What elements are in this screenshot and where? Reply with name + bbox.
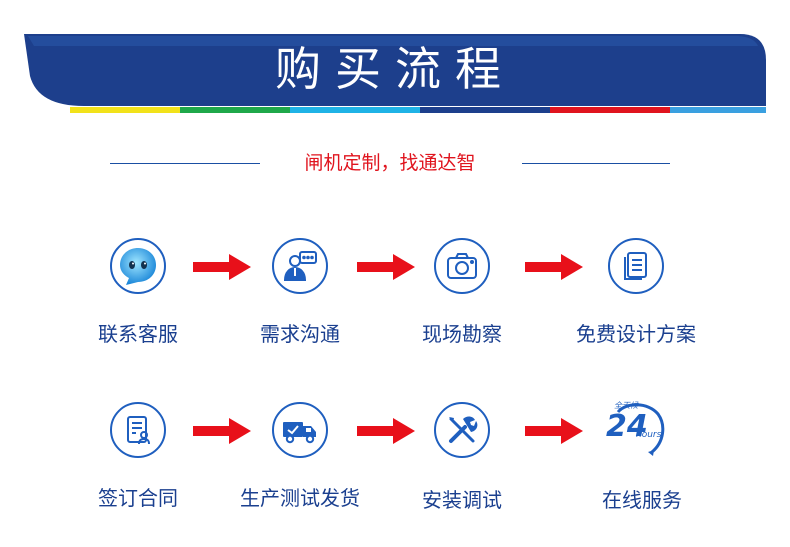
arrow-right-icon xyxy=(193,418,251,444)
arrow-right-icon xyxy=(357,254,415,280)
stripe-yellow xyxy=(70,107,180,113)
subtitle-row: 闸机定制，找通达智 xyxy=(110,148,670,178)
arrow-right-icon xyxy=(193,254,251,280)
stripe-green xyxy=(180,107,290,113)
step-label: 生产测试发货 xyxy=(240,486,360,510)
arrow-right-icon xyxy=(525,254,583,280)
tools-icon xyxy=(434,402,490,458)
arrow-right-icon xyxy=(525,418,583,444)
step-label: 现场勘察 xyxy=(422,322,502,346)
stripe-blue xyxy=(670,107,766,113)
delivery-truck-icon xyxy=(272,402,328,458)
title-banner: 购买流程 xyxy=(24,32,766,106)
step-label: 签订合同 xyxy=(98,486,178,510)
page-title: 购买流程 xyxy=(275,42,515,96)
chat-bubble-face-icon xyxy=(110,238,166,294)
camera-icon xyxy=(434,238,490,294)
badge-hours-text: hours xyxy=(636,430,662,440)
banner-shape xyxy=(24,34,766,106)
subtitle: 闸机定制，找通达智 xyxy=(304,152,476,174)
24-hours-icon: 全天候 24 hours xyxy=(604,398,670,462)
stripe-cyan xyxy=(290,107,420,113)
document-icon xyxy=(608,238,664,294)
color-stripe xyxy=(70,107,766,113)
stripe-navy xyxy=(420,107,550,113)
arrow-right-icon xyxy=(357,418,415,444)
step-label: 在线服务 xyxy=(602,488,682,512)
consultant-icon xyxy=(272,238,328,294)
contract-icon xyxy=(110,402,166,458)
badge-top-text: 全天候 xyxy=(614,401,638,410)
step-label: 需求沟通 xyxy=(260,322,340,346)
step-label: 联系客服 xyxy=(98,322,178,346)
subtitle-line-left xyxy=(110,163,260,164)
badge-number: 24 xyxy=(606,409,648,444)
step-label: 安装调试 xyxy=(422,488,502,512)
subtitle-line-right xyxy=(522,163,670,164)
stripe-red xyxy=(550,107,670,113)
step-label: 免费设计方案 xyxy=(576,322,696,346)
